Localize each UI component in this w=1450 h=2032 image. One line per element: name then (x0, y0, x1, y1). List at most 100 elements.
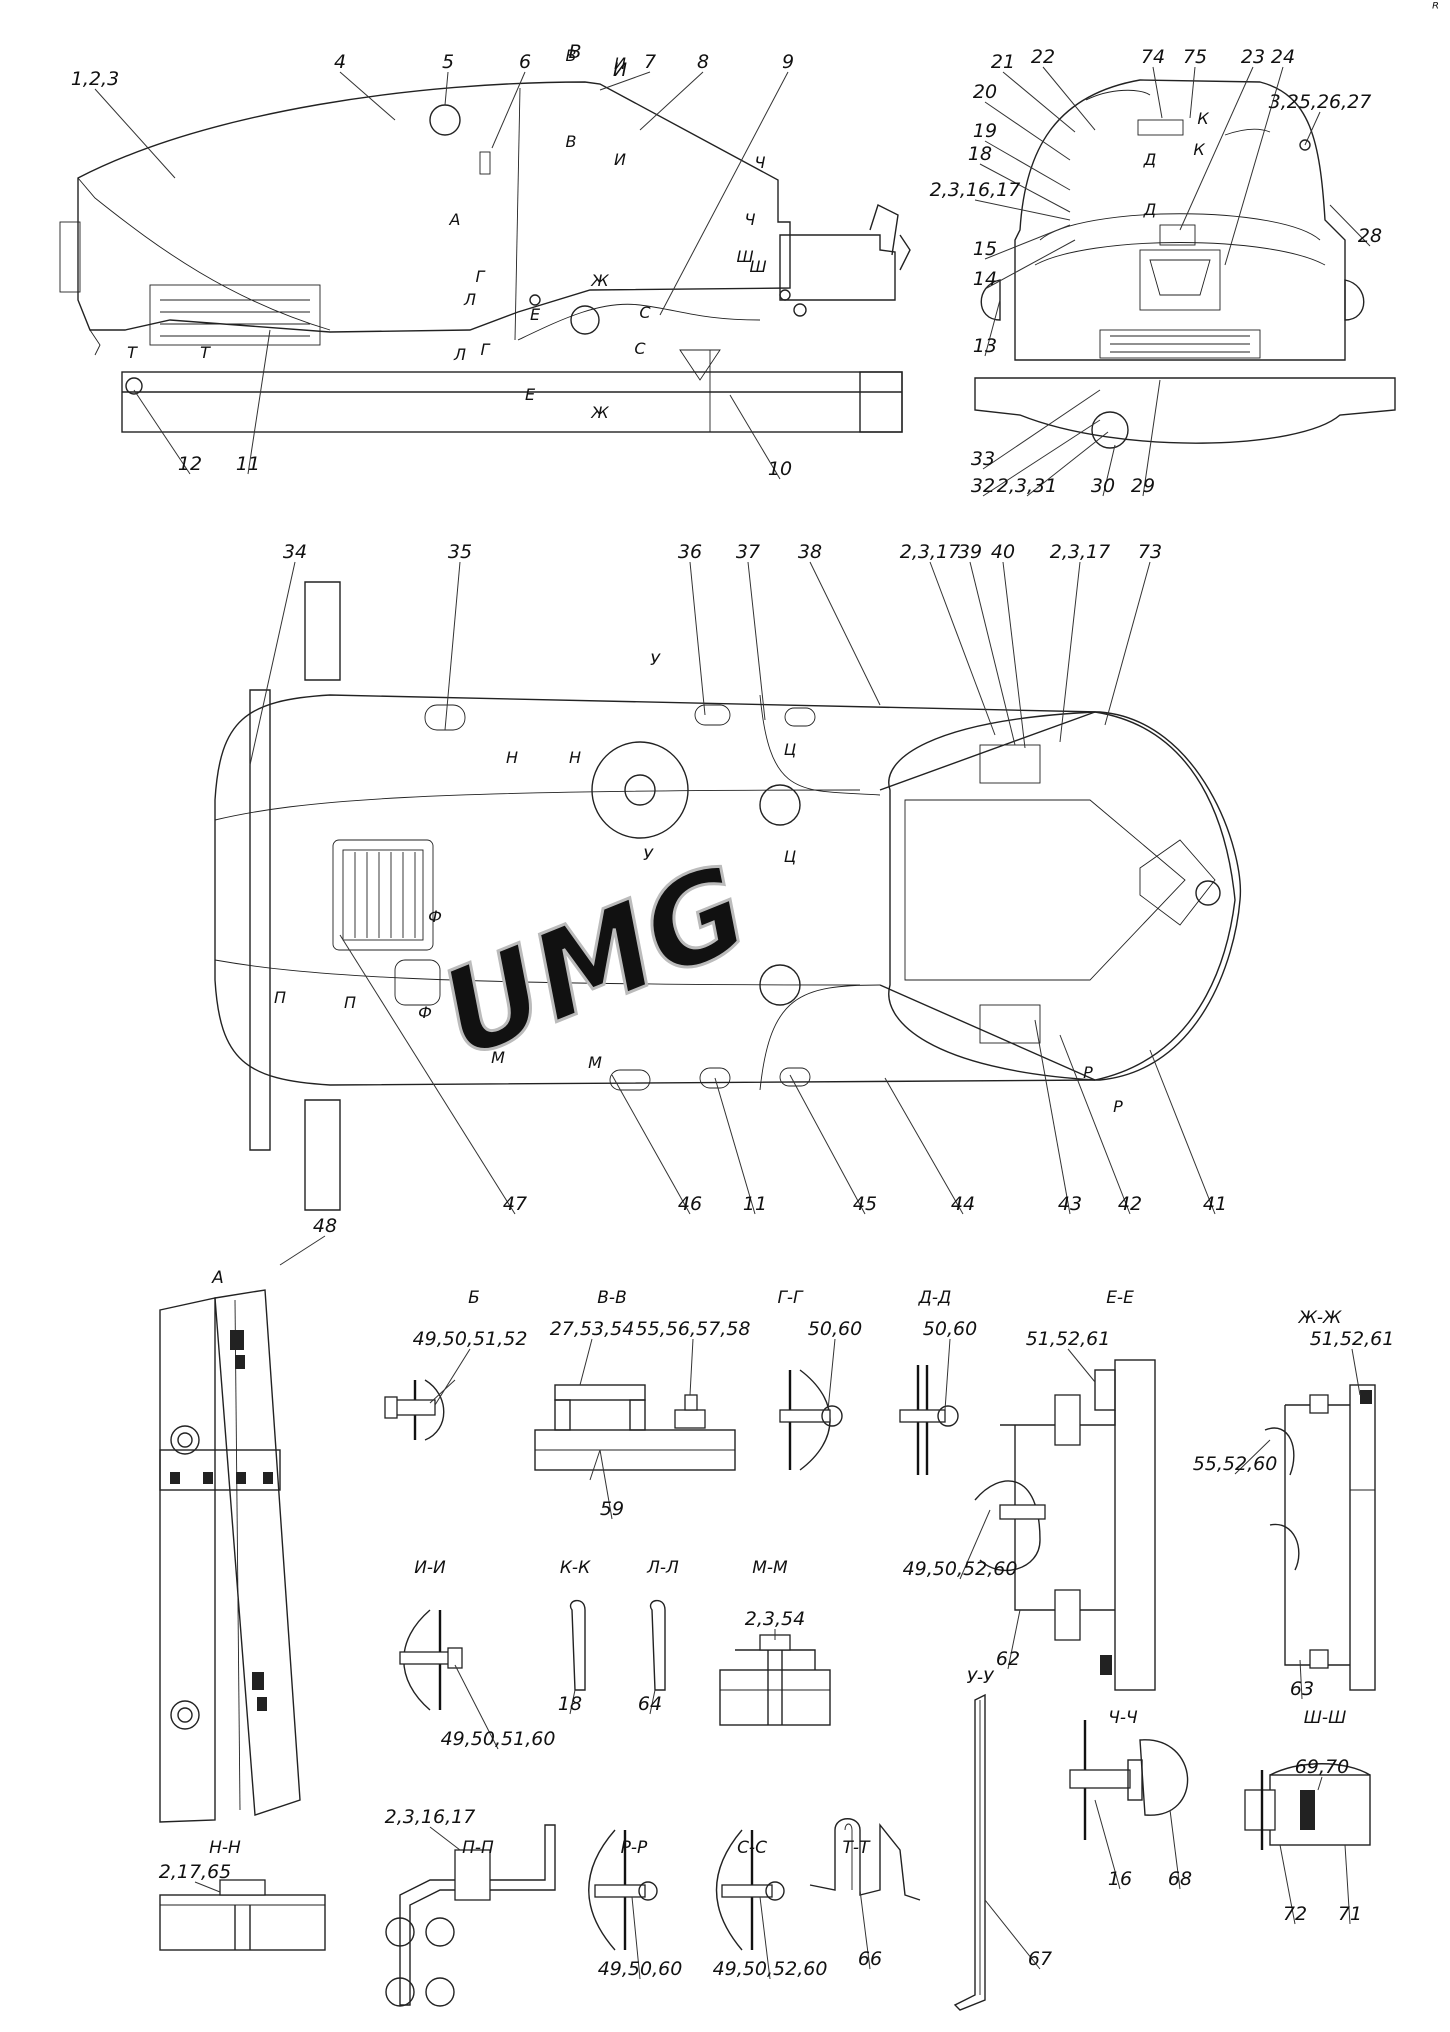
detail-P-P (385, 1824, 556, 2007)
callout-leader (649, 1689, 656, 1715)
callout-leader (759, 1896, 771, 1980)
callout: 13 (973, 335, 997, 357)
callout: 50,60 (923, 1318, 977, 1340)
callout-leader (1002, 71, 1076, 133)
section-mark: М (491, 1048, 505, 1067)
callout-leader (1142, 379, 1161, 497)
callout-leader (1317, 1776, 1323, 1791)
detail-L-L (649, 1599, 666, 1691)
callout-leader (714, 1077, 756, 1215)
callout: 73 (1138, 541, 1162, 563)
callout-leader (689, 1338, 694, 1396)
view-title: Ш-Ш (1304, 1708, 1347, 1728)
callout-leader (659, 71, 789, 316)
callout-leader (1169, 1809, 1181, 1890)
section-mark: Ф (418, 1003, 432, 1022)
callout: 68 (1168, 1868, 1192, 1890)
callout: 64 (638, 1693, 662, 1715)
callout-leader (827, 1338, 836, 1411)
callout: 67 (1028, 1948, 1052, 1970)
callout-leader (1329, 204, 1371, 247)
callout-leader (1179, 66, 1254, 231)
callout: 3,25,26,27 (1269, 91, 1372, 113)
callout: 18 (558, 1693, 582, 1715)
callout: 2,3,16,17 (930, 179, 1021, 201)
corner-mark: ᴿ (1432, 0, 1439, 18)
section-mark: Г (481, 340, 491, 359)
section-mark: Е (530, 305, 541, 324)
callout: 29 (1131, 475, 1155, 497)
view-title: Ч-Ч (1108, 1708, 1138, 1728)
callout: 72 (1283, 1903, 1307, 1925)
callout-leader (809, 561, 881, 706)
callout: 59 (600, 1498, 624, 1520)
callout-leader (984, 299, 1001, 357)
callout-leader (1224, 66, 1284, 266)
callout-leader (599, 1449, 613, 1520)
view-title: И-И (414, 1558, 446, 1578)
section-mark: И (614, 54, 626, 73)
detail-T-T (809, 1818, 921, 1901)
side-view (59, 81, 911, 433)
callout-leader (434, 1348, 471, 1406)
callout-leader (944, 1338, 951, 1411)
side-grille (149, 284, 321, 346)
section-mark: Д (1143, 150, 1157, 169)
callout: 23 (1241, 46, 1265, 68)
callout: 42 (1118, 1193, 1142, 1215)
view-title: Е-Е (1106, 1288, 1134, 1308)
callout-leader (1189, 66, 1196, 119)
section-mark: Ж (590, 403, 609, 422)
callout-leader (249, 561, 296, 766)
callout-leader (884, 1077, 964, 1215)
callout: 11 (236, 453, 260, 475)
callout-leader (611, 1074, 691, 1215)
view-title: У-У (967, 1668, 995, 1688)
callout: 40 (991, 541, 1015, 563)
section-mark: Ч (755, 153, 766, 172)
callout: 55,52,60 (1193, 1453, 1278, 1475)
callout-leader (982, 389, 1101, 470)
section-mark: У (643, 845, 654, 864)
callout: 2,3,17 (900, 541, 960, 563)
section-mark: Г (476, 267, 486, 286)
callout: 75 (1183, 46, 1207, 68)
section-mark: Ц (784, 740, 796, 759)
callout-leader (974, 199, 1071, 221)
callout: И (613, 59, 627, 81)
callout: 41 (1203, 1193, 1227, 1215)
callout-leader (859, 1889, 871, 1970)
callout: 45 (853, 1193, 877, 1215)
callout-leader (599, 71, 651, 91)
section-mark: А (449, 210, 461, 229)
section-mark: С (634, 339, 646, 358)
callout: 16 (1108, 1868, 1132, 1890)
section-mark: Р (1113, 1097, 1123, 1116)
callout-leader (1034, 1019, 1071, 1215)
callout: 2,3,17 (1050, 541, 1110, 563)
view-title: Д-Д (918, 1288, 952, 1308)
callout: 48 (313, 1215, 337, 1237)
top-grille (332, 839, 434, 951)
section-mark: Ф (428, 907, 442, 926)
detail-N-N (159, 1879, 326, 1951)
callout-leader (194, 1881, 221, 1893)
callout: 43 (1058, 1193, 1082, 1215)
detail-D-D (899, 1365, 959, 1475)
callout-leader (1026, 431, 1109, 497)
callout: 55,56,57,58 (636, 1318, 751, 1340)
section-mark: Р (1083, 1063, 1093, 1082)
callout: 21 (991, 51, 1015, 73)
callout-leader (429, 1826, 461, 1851)
detail-K-K (569, 1599, 586, 1691)
view-title: Б (468, 1288, 480, 1308)
detail-A (159, 1289, 301, 1823)
callout: 63 (1290, 1678, 1314, 1700)
front-view (974, 79, 1396, 449)
callout-leader (1094, 1799, 1121, 1890)
callout: 1,2,3 (71, 68, 119, 90)
section-mark: К (1197, 109, 1209, 128)
callout: 71 (1338, 1903, 1362, 1925)
